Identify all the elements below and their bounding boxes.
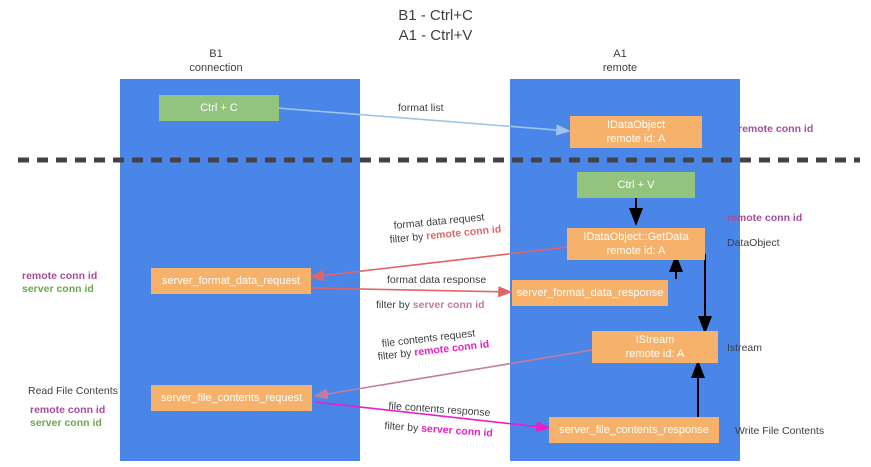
annotation-left-server-conn-id-bottom: server conn id	[30, 417, 102, 429]
edge-label-format-data-response-filter: filter by server conn id	[376, 298, 485, 312]
filter-key-server-conn-id: server conn id	[420, 422, 494, 440]
title-line-1: B1 - Ctrl+C	[398, 7, 473, 24]
node-getdata-line2: remote id: A	[606, 245, 666, 257]
column-header-b1: B1 connection	[143, 47, 289, 75]
title-line-2: A1 - Ctrl+V	[398, 27, 473, 44]
annotation-left-server-conn-id-mid: server conn id	[22, 283, 94, 295]
node-istream[interactable]: IStream remote id: A	[592, 331, 718, 363]
column-header-b1-name: B1	[209, 48, 223, 60]
node-idataobject[interactable]: IDataObject remote id: A	[570, 116, 702, 148]
filter-prefix: filter by	[376, 299, 413, 311]
annotation-right-write-file-contents: Write File Contents	[735, 425, 825, 437]
node-idataobject-getdata[interactable]: IDataObject::GetData remote id: A	[567, 228, 705, 260]
column-header-a1-sub: remote	[602, 62, 638, 74]
node-ctrl-c-label: Ctrl + C	[200, 102, 238, 114]
node-ctrl-v[interactable]: Ctrl + V	[577, 172, 695, 198]
column-header-a1: A1 remote	[547, 47, 693, 75]
edge-label-file-contents-response: file contents response	[388, 399, 491, 420]
node-getdata-line1: IDataObject::GetData	[583, 231, 689, 243]
annotation-right-dataobject: DataObject	[727, 237, 780, 249]
node-server-format-data-request-label: server_format_data_request	[161, 275, 301, 287]
filter-prefix: filter by	[384, 419, 422, 435]
annotation-left-remote-conn-id-bottom: remote conn id	[30, 404, 106, 416]
node-idataobject-line2: remote id: A	[606, 133, 666, 145]
node-ctrl-c[interactable]: Ctrl + C	[159, 95, 279, 121]
edge-label-file-contents-response-filter: filter by server conn id	[384, 419, 493, 441]
edge-label-format-data-response: format data response	[387, 274, 487, 286]
node-server-file-contents-response[interactable]: server_file_contents_response	[549, 417, 719, 443]
node-ctrl-v-label: Ctrl + V	[617, 179, 655, 191]
node-server-file-contents-request[interactable]: server_file_contents_request	[151, 385, 312, 411]
node-server-file-contents-response-label: server_file_contents_response	[559, 424, 709, 436]
column-header-a1-name: A1	[613, 48, 627, 60]
node-istream-line2: remote id: A	[625, 348, 685, 360]
node-server-format-data-response-label: server_format_data_response	[516, 287, 664, 299]
column-header-b1-sub: connection	[189, 62, 243, 74]
annotation-right-remote-conn-id-mid: remote conn id	[727, 212, 803, 224]
filter-key-server-conn-id: server conn id	[412, 299, 485, 311]
filter-prefix: filter by	[377, 346, 416, 363]
node-server-format-data-request[interactable]: server_format_data_request	[151, 268, 311, 294]
annotation-right-remote-conn-id-top: remote conn id	[738, 123, 814, 135]
edge-label-format-list: format list	[398, 102, 444, 114]
diagram-title: B1 - Ctrl+C A1 - Ctrl+V	[0, 6, 871, 46]
annotation-left-remote-conn-id-mid: remote conn id	[22, 270, 98, 282]
node-server-format-data-response[interactable]: server_format_data_response	[512, 280, 668, 306]
annotation-left-read-file-contents: Read File Contents	[28, 385, 118, 397]
node-istream-line1: IStream	[635, 334, 675, 346]
filter-prefix: filter by	[389, 230, 427, 246]
node-idataobject-line1: IDataObject	[606, 119, 666, 131]
node-server-file-contents-request-label: server_file_contents_request	[160, 392, 303, 404]
annotation-right-istream: Istream	[727, 342, 763, 354]
